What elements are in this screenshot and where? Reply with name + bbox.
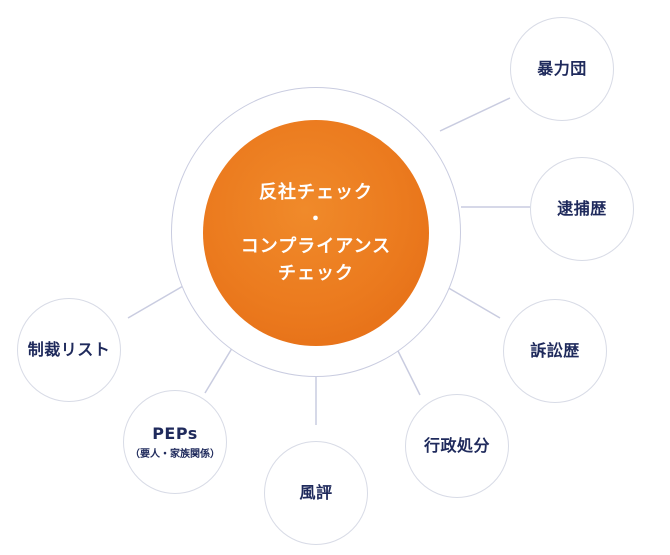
node-taihoreki: 逮捕歴 <box>530 157 634 261</box>
connector-boryokudan <box>439 97 511 132</box>
node-peps: PEPs （要人・家族関係） <box>123 390 227 494</box>
connector-soshoreki <box>439 282 501 319</box>
node-label: 制裁リスト <box>27 340 111 360</box>
center-label-line4: チェック <box>278 263 354 284</box>
node-boryokudan: 暴力団 <box>510 17 614 121</box>
node-fuhyo: 風評 <box>264 441 368 545</box>
center-label-line2: ・ <box>306 209 326 230</box>
node-label: 逮捕歴 <box>557 199 607 219</box>
center-label-line1: 反社チェック <box>259 182 373 203</box>
center-node: 反社チェック ・ コンプライアンス チェック <box>203 120 429 346</box>
node-soshoreki: 訴訟歴 <box>503 299 607 403</box>
connector-seisai <box>127 281 191 319</box>
node-gyoseishobun: 行政処分 <box>405 394 509 498</box>
center-label-line3: コンプライアンス <box>240 236 392 257</box>
node-sublabel: （要人・家族関係） <box>130 449 220 461</box>
node-label: 訴訟歴 <box>530 341 580 361</box>
node-label: 風評 <box>299 483 333 503</box>
node-label: 行政処分 <box>423 436 490 456</box>
node-seisai-list: 制裁リスト <box>17 298 121 402</box>
node-label: 暴力団 <box>537 59 587 79</box>
node-label: PEPs <box>152 423 198 443</box>
